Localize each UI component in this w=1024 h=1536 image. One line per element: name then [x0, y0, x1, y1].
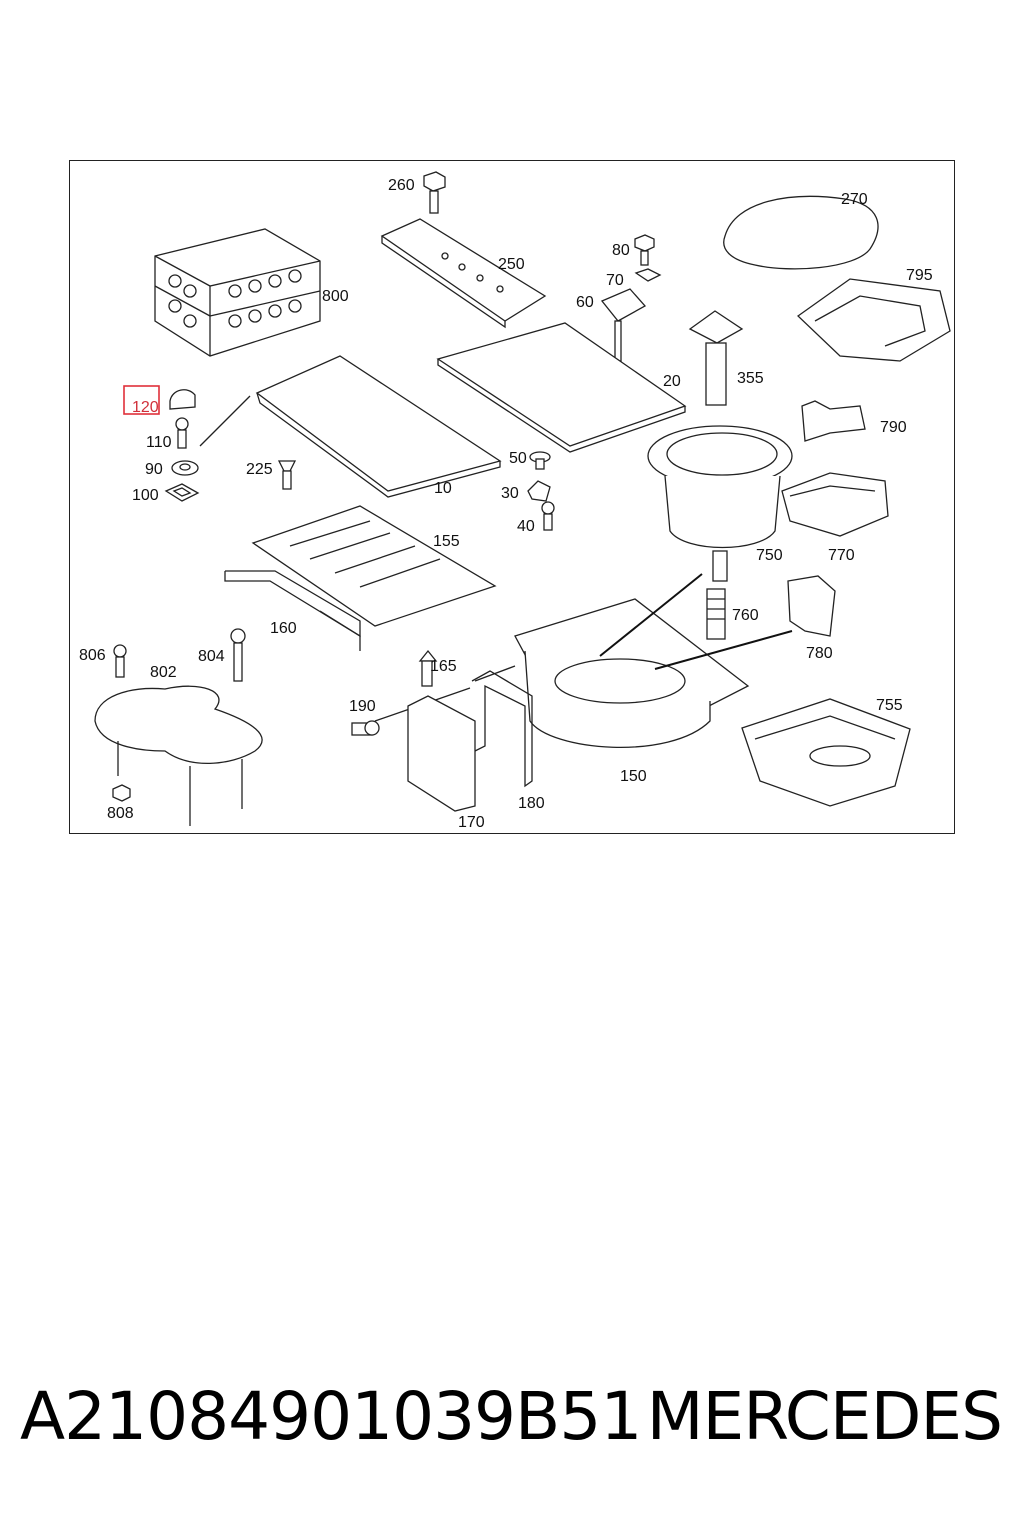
label-802: 802 — [150, 664, 177, 681]
part-806-screw — [113, 644, 127, 678]
part-110-screw — [175, 417, 189, 449]
part-20-cover — [436, 322, 687, 453]
label-770: 770 — [828, 547, 855, 564]
label-110: 110 — [146, 434, 172, 451]
label-20: 20 — [663, 373, 681, 390]
label-808: 808 — [107, 805, 134, 822]
part-70-nut — [634, 268, 662, 282]
label-760: 760 — [732, 607, 759, 624]
part-150-spare-wheel-well — [514, 598, 750, 749]
label-806: 806 — [79, 647, 106, 664]
part-795-tray — [796, 278, 951, 362]
label-40: 40 — [517, 518, 535, 535]
part-90-washer — [171, 460, 199, 476]
label-804: 804 — [198, 648, 225, 665]
part-190-pin — [351, 720, 380, 736]
label-260: 260 — [388, 177, 415, 194]
part-160-frame — [224, 570, 361, 651]
part-750-container — [647, 425, 793, 582]
part-755-storage-tray — [741, 698, 911, 807]
part-120-clip — [169, 389, 196, 410]
label-225: 225 — [246, 461, 273, 478]
part-770-insert — [781, 472, 889, 537]
label-250: 250 — [498, 256, 525, 273]
part-100-grommet — [164, 483, 200, 502]
label-790: 790 — [880, 419, 907, 436]
label-155: 155 — [433, 533, 460, 550]
label-170: 170 — [458, 814, 485, 831]
label-355: 355 — [737, 370, 764, 387]
part-165-clip — [418, 649, 438, 687]
label-190: 190 — [349, 698, 376, 715]
label-165: 165 — [430, 658, 457, 675]
label-160: 160 — [270, 620, 297, 637]
label-180: 180 — [518, 795, 545, 812]
label-270: 270 — [841, 191, 868, 208]
part-180-bracket — [471, 670, 533, 788]
part-170-module — [407, 695, 476, 812]
part-760-spring — [706, 588, 726, 640]
part-260-bolt — [423, 171, 446, 214]
part-50-clip — [529, 451, 551, 470]
part-155-liner — [251, 505, 497, 627]
label-70: 70 — [606, 272, 624, 289]
label-750: 750 — [756, 547, 783, 564]
label-800: 800 — [322, 288, 349, 305]
highlight-box — [123, 385, 160, 415]
part-225-pin — [277, 460, 297, 490]
label-90: 90 — [145, 461, 163, 478]
part-number: A21084901039B51 — [20, 1378, 642, 1455]
part-30-bracket — [527, 480, 551, 502]
label-30: 30 — [501, 485, 519, 502]
exploded-view-illustration: 260 250 270 800 80 70 795 60 20 355 120 … — [79, 171, 951, 831]
part-355-post — [688, 310, 744, 406]
part-10-floor-panel — [255, 355, 502, 498]
part-802-plate — [94, 685, 263, 826]
parts-diagram: 260 250 270 800 80 70 795 60 20 355 120 … — [69, 160, 955, 834]
label-150: 150 — [620, 768, 647, 785]
part-808-nut — [112, 784, 131, 802]
brand-name: MERCEDES — [646, 1378, 1003, 1455]
label-100: 100 — [132, 487, 159, 504]
part-804-screw — [230, 628, 246, 682]
part-800-basket — [154, 228, 321, 357]
part-250-rail — [380, 218, 547, 329]
label-50: 50 — [509, 450, 527, 467]
part-60-bracket — [600, 288, 647, 362]
part-40-bolt — [541, 501, 555, 531]
label-755: 755 — [876, 697, 903, 714]
label-780: 780 — [806, 645, 833, 662]
part-80-screw — [634, 234, 655, 266]
label-120-highlighted: 120 — [132, 399, 159, 416]
label-80: 80 — [612, 242, 630, 259]
label-795: 795 — [906, 267, 933, 284]
footer: A21084901039B51 MERCEDES — [0, 1378, 1024, 1468]
part-780-pad — [787, 575, 836, 637]
label-60: 60 — [576, 294, 594, 311]
part-790-holder — [801, 400, 866, 442]
label-10: 10 — [434, 480, 452, 497]
part-270-mat — [723, 195, 879, 270]
